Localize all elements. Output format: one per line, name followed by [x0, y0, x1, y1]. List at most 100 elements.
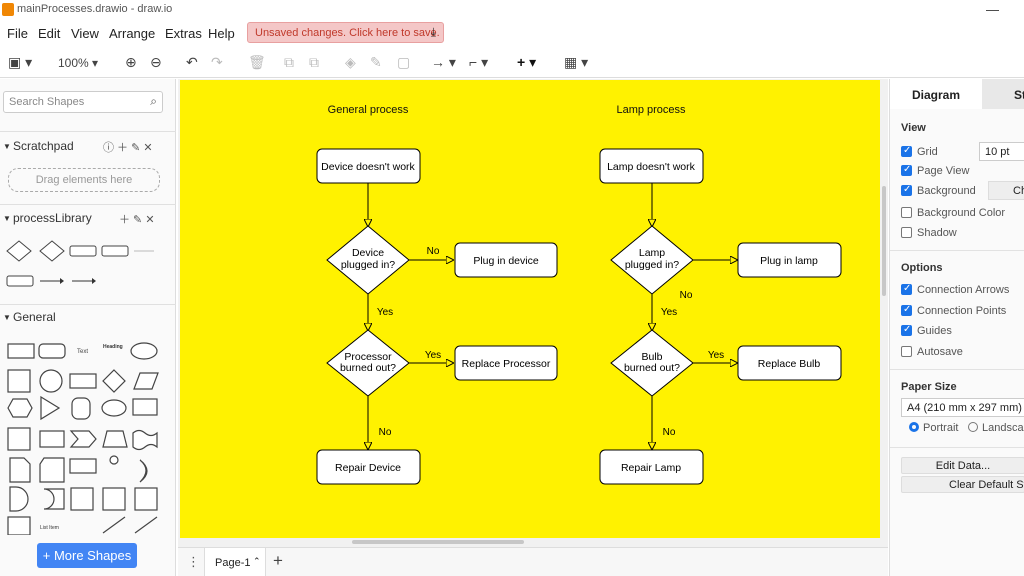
clear-default-style-button[interactable]: Clear Default Sty: [901, 476, 1024, 493]
delete-icon[interactable]: 🗑: [248, 54, 266, 70]
menu-view[interactable]: View: [71, 26, 99, 41]
decision-plugged-in[interactable]: [326, 225, 410, 295]
table-icon[interactable]: ▦ ▾: [564, 54, 589, 70]
zoom-in-icon[interactable]: ⊕: [125, 54, 137, 70]
library-actions-icon[interactable]: ＋ ✎ ✕: [119, 214, 155, 226]
library-title[interactable]: processLibrary: [13, 211, 92, 225]
minimize-button[interactable]: —: [986, 2, 999, 17]
plug-in-lamp-node[interactable]: [737, 242, 842, 278]
page-tab[interactable]: Page-1 ⌃: [204, 548, 266, 576]
collapse-arrow-icon[interactable]: ▼: [3, 142, 11, 151]
scratchpad-actions-icon[interactable]: ⓘ ＋ ✎ ✕: [103, 142, 153, 154]
shadow-icon[interactable]: ▢: [397, 54, 411, 70]
replace-bulb-node[interactable]: [737, 345, 842, 381]
cylinder-shape[interactable]: [71, 397, 91, 420]
radio-unselected[interactable]: [968, 422, 978, 432]
lamp-flow[interactable]: Lamp doesn't work Lamp plugged in? Plug …: [599, 148, 842, 485]
display-shape[interactable]: [43, 488, 65, 510]
general-title[interactable]: General: [13, 310, 56, 324]
shadow-option[interactable]: Shadow: [901, 227, 957, 239]
internal-storage-shape[interactable]: [7, 427, 31, 451]
more-shapes-button[interactable]: + More Shapes: [37, 543, 137, 568]
pages-menu-icon[interactable]: ⋮: [187, 554, 200, 569]
checkbox-unchecked[interactable]: [901, 227, 912, 238]
undo-icon[interactable]: ↶: [186, 54, 198, 70]
to-back-icon[interactable]: ⧉: [309, 54, 319, 70]
background-color-option[interactable]: Background Color: [901, 207, 1005, 219]
diagram-page[interactable]: General process Lamp process Device does…: [180, 80, 880, 538]
menu-arrange[interactable]: Arrange: [109, 26, 156, 41]
hexagon-shape[interactable]: [7, 398, 33, 418]
decision-bulb[interactable]: [610, 329, 694, 397]
checkbox-checked[interactable]: [901, 283, 912, 295]
checkbox-unchecked[interactable]: [901, 207, 912, 218]
tab-style[interactable]: St: [982, 79, 1024, 109]
background-option[interactable]: Background: [901, 184, 976, 197]
canvas-area[interactable]: General process Lamp process Device does…: [178, 79, 888, 547]
parallelogram-shape[interactable]: [133, 372, 159, 390]
or-shape[interactable]: [139, 459, 148, 483]
menu-edit[interactable]: Edit: [38, 26, 61, 41]
rectangle-shape[interactable]: [7, 343, 35, 359]
step-shape[interactable]: [69, 430, 97, 448]
tab-diagram[interactable]: Diagram: [890, 79, 982, 109]
bracket-shape[interactable]: [134, 487, 158, 511]
actor-shape[interactable]: [109, 455, 119, 465]
edit-data-button[interactable]: Edit Data...: [901, 457, 1024, 474]
horizontal-scrollbar[interactable]: [352, 540, 524, 544]
repair-lamp-node[interactable]: [599, 449, 704, 485]
waypoints-icon[interactable]: ⌐ ▾: [469, 54, 489, 70]
checkbox-checked[interactable]: [901, 304, 912, 316]
vertical-scrollbar[interactable]: [882, 186, 886, 296]
heading-shape[interactable]: Heading: [103, 344, 123, 350]
diagram[interactable]: General process Lamp process Device does…: [180, 80, 880, 538]
line-shape[interactable]: [102, 516, 126, 534]
lamp-process-title[interactable]: Lamp process: [616, 104, 686, 116]
document-shape[interactable]: [132, 398, 158, 416]
trapezoid-shape[interactable]: [102, 430, 128, 448]
library-process-shape[interactable]: [6, 275, 34, 287]
library-decision-shape[interactable]: [39, 240, 65, 262]
grid-option[interactable]: Grid: [901, 145, 938, 158]
frame-shape[interactable]: [102, 487, 126, 511]
plug-in-device-node[interactable]: [454, 242, 558, 278]
container-shape[interactable]: [7, 516, 31, 535]
text-shape[interactable]: Text: [77, 349, 88, 355]
radio-selected[interactable]: [909, 422, 919, 432]
zoom-select[interactable]: 100% ▾: [58, 56, 99, 70]
repair-device-node[interactable]: [316, 449, 421, 485]
menu-extras[interactable]: Extras: [165, 26, 202, 41]
start-node[interactable]: [316, 148, 421, 184]
autosave-option[interactable]: Autosave: [901, 346, 963, 358]
menu-help[interactable]: Help: [208, 26, 235, 41]
callout-shape[interactable]: [69, 458, 97, 474]
chevron-up-icon[interactable]: ⌃: [253, 556, 261, 566]
guides-option[interactable]: Guides: [901, 324, 952, 337]
library-process-shape[interactable]: [101, 245, 129, 257]
circle-shape[interactable]: [39, 369, 63, 393]
zoom-out-icon[interactable]: ⊖: [150, 54, 162, 70]
format-panel-toggle-icon[interactable]: ▣ ▾: [8, 54, 33, 70]
card-shape[interactable]: [39, 457, 65, 483]
process-shape[interactable]: [69, 373, 97, 389]
connection-points-option[interactable]: Connection Points: [901, 304, 1006, 317]
library-process-shape[interactable]: [69, 245, 97, 257]
checkbox-checked[interactable]: [901, 324, 912, 336]
start-node[interactable]: [599, 148, 704, 184]
search-icon[interactable]: ⌕: [150, 94, 157, 108]
square-shape[interactable]: [70, 487, 94, 511]
general-flow[interactable]: Device doesn't work Device plugged in? P…: [316, 148, 558, 485]
square-shape[interactable]: [7, 369, 31, 393]
insert-icon[interactable]: + ▾: [517, 54, 537, 70]
collapse-arrow-icon[interactable]: ▼: [3, 313, 11, 322]
replace-processor-node[interactable]: [454, 345, 558, 381]
page-view-option[interactable]: Page View: [901, 164, 969, 177]
search-shapes-input[interactable]: Search Shapes ⌕: [3, 91, 163, 113]
redo-icon[interactable]: ↷: [211, 54, 223, 70]
arrow-shape[interactable]: [134, 516, 158, 534]
scratchpad-dropzone[interactable]: Drag elements here: [8, 168, 160, 192]
connection-arrows-option[interactable]: Connection Arrows: [901, 283, 1009, 296]
checkbox-unchecked[interactable]: [901, 346, 912, 357]
collapse-arrow-icon[interactable]: ▼: [3, 214, 11, 223]
paper-size-select[interactable]: A4 (210 mm x 297 mm): [901, 398, 1024, 417]
